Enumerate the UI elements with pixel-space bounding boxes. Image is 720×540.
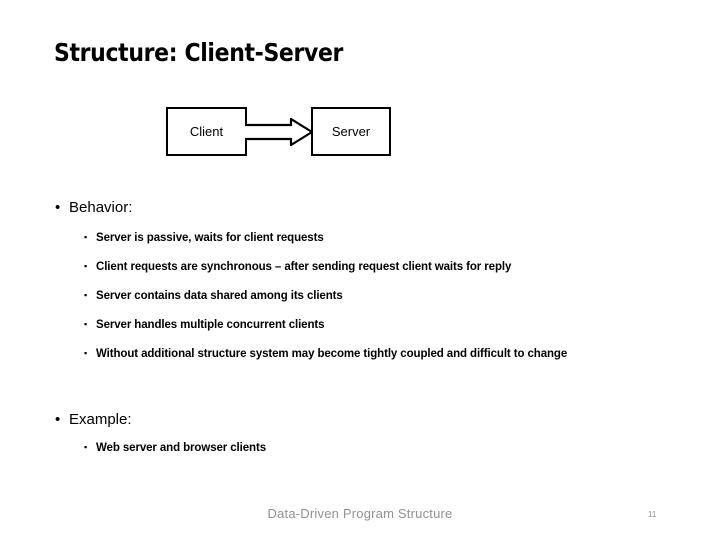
- bullet-heading-example-label: Example:: [69, 411, 132, 428]
- page-number: 11: [648, 510, 657, 519]
- list-item-label: Without additional structure system may …: [96, 348, 568, 360]
- bullet-marker-dot: •: [55, 411, 61, 428]
- bullet-marker-dot: •: [55, 199, 61, 216]
- bullet-marker-square: ▪: [84, 290, 88, 300]
- diagram-node-server: Server: [311, 107, 391, 156]
- list-item-label: Server handles multiple concurrent clien…: [96, 319, 325, 331]
- diagram-node-client-label: Client: [189, 124, 224, 139]
- list-item: ▪ Client requests are synchronous – after…: [84, 261, 704, 273]
- client-server-diagram: Client Server: [166, 107, 391, 158]
- block-arrow-icon: [245, 118, 313, 146]
- bullet-marker-square: ▪: [84, 442, 88, 452]
- bullet-marker-square: ▪: [84, 261, 88, 271]
- bullet-heading-behavior: • Behavior:: [55, 199, 675, 216]
- diagram-node-server-label: Server: [331, 124, 371, 139]
- list-item: ▪ Server contains data shared among its c…: [84, 290, 704, 302]
- diagram-node-client: Client: [166, 107, 247, 156]
- list-item: ▪ Server is passive, waits for client req…: [84, 232, 704, 244]
- list-item-label: Web server and browser clients: [96, 442, 266, 454]
- bullet-marker-square: ▪: [84, 232, 88, 242]
- list-item: ▪ Without additional structure system may…: [84, 348, 704, 360]
- bullet-heading-example: • Example:: [55, 411, 675, 428]
- list-item: ▪ Web server and browser clients: [84, 442, 704, 454]
- bullet-marker-square: ▪: [84, 348, 88, 358]
- list-item-label: Client requests are synchronous – after …: [96, 261, 512, 273]
- list-item: ▪ Server handles multiple concurrent clie…: [84, 319, 704, 331]
- page-title: Structure: Client-Server: [54, 38, 344, 67]
- list-item-label: Server contains data shared among its cl…: [96, 290, 343, 302]
- bullet-heading-behavior-label: Behavior:: [69, 199, 133, 216]
- bullet-marker-square: ▪: [84, 319, 88, 329]
- footer-title: Data-Driven Program Structure: [267, 506, 453, 521]
- list-item-label: Server is passive, waits for client requ…: [96, 232, 324, 244]
